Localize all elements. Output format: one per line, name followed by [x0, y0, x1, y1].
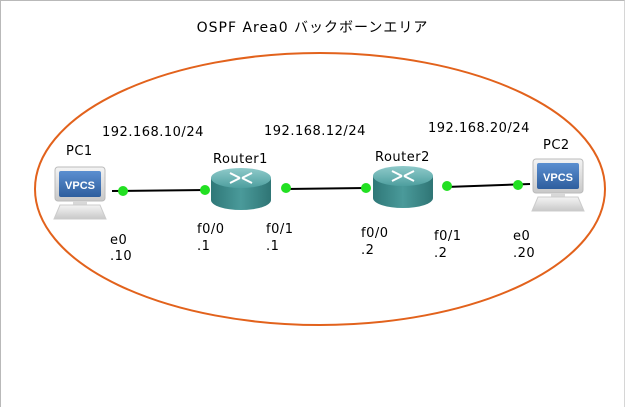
router2-f0-1-addr: .2 [434, 246, 448, 261]
diagram-title: OSPF Area0 バックボーンエリア [196, 20, 429, 36]
router1-f0-0-addr: .1 [197, 239, 211, 254]
pc2-iface: e0 [513, 229, 531, 244]
router1-name: Router1 [213, 152, 268, 167]
router2-f0-1-iface: f0/1 [434, 229, 462, 244]
pc1-addr: .10 [110, 249, 133, 264]
network-label-2: 192.168.12/24 [264, 124, 366, 139]
link-router1-router2[interactable] [285, 187, 367, 190]
pc1-vpcs-icon[interactable]: VPCS [53, 166, 107, 220]
ospf-area-outline [34, 52, 606, 326]
pc2-screen-text: VPCS [543, 172, 573, 184]
pc1-name: PC1 [66, 144, 93, 159]
router2-icon[interactable] [373, 166, 433, 208]
router2-name: Router2 [375, 150, 430, 165]
network-label-3: 192.168.20/24 [428, 121, 530, 136]
router1-icon[interactable] [211, 168, 271, 210]
router1-arrows-icon [229, 172, 253, 184]
port-router1-f0-1[interactable] [281, 183, 291, 193]
port-pc2-e0[interactable] [513, 180, 523, 190]
network-label-1: 192.168.10/24 [102, 125, 204, 140]
router2-f0-0-addr: .2 [361, 243, 375, 258]
port-router1-f0-0[interactable] [200, 185, 210, 195]
port-pc1-e0[interactable] [118, 186, 128, 196]
pc1-screen-text: VPCS [65, 180, 95, 192]
port-router2-f0-0[interactable] [361, 183, 371, 193]
router2-arrows-icon [391, 170, 415, 182]
router1-f0-1-addr: .1 [266, 239, 280, 254]
pc2-name: PC2 [543, 138, 570, 153]
port-router2-f0-1[interactable] [442, 181, 452, 191]
router1-f0-1-iface: f0/1 [266, 222, 294, 237]
router1-f0-0-iface: f0/0 [197, 222, 225, 237]
pc2-addr: .20 [513, 246, 536, 261]
router2-f0-0-iface: f0/0 [361, 226, 389, 241]
pc2-vpcs-icon[interactable]: VPCS [531, 158, 585, 212]
pc1-iface: e0 [110, 233, 128, 248]
